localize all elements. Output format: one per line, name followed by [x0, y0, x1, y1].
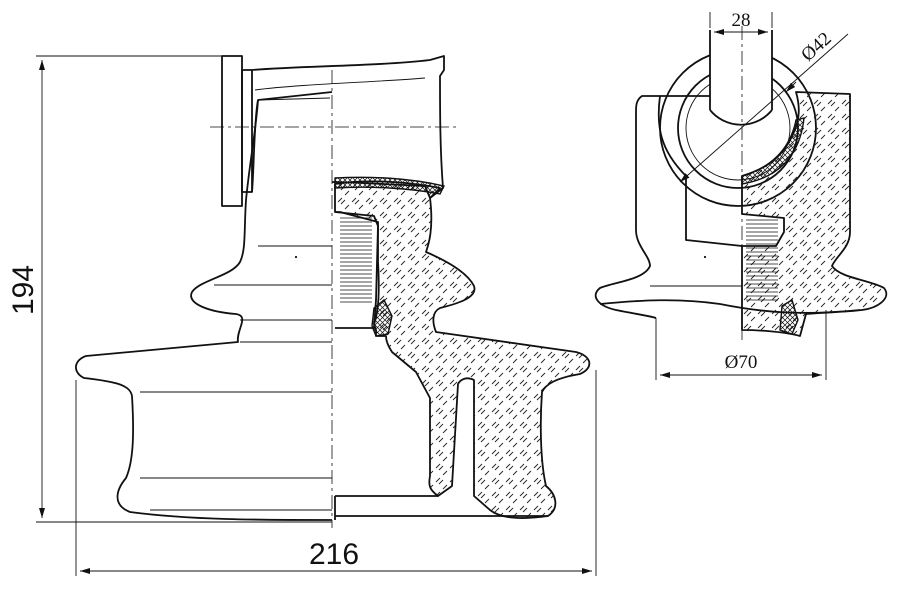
height-label: 194 [7, 265, 40, 315]
width-dimension: 216 [75, 370, 597, 576]
insulator-outline-left [75, 99, 333, 521]
pin-width-label: 28 [732, 10, 751, 31]
main-view [75, 55, 591, 528]
thread-lines [340, 217, 372, 303]
width-label: 216 [309, 538, 359, 571]
side-thread-lines [746, 219, 778, 301]
pin-width-dimension: 28 [709, 10, 773, 35]
side-view [594, 26, 888, 340]
bore-seal-layer [371, 298, 393, 337]
cap-diameter-dimension: Ø70 [655, 310, 827, 380]
side-outline-left [594, 95, 742, 319]
pin-shank [710, 30, 772, 130]
insulator-section-right [334, 180, 591, 519]
ball-diameter-label: Ø42 [797, 28, 835, 66]
cap-cement-layer [334, 176, 446, 195]
interior-lines [140, 245, 332, 511]
cap-diameter-label: Ø70 [725, 352, 758, 373]
side-cement-layer [741, 117, 805, 185]
height-dimension: 194 [7, 55, 332, 523]
